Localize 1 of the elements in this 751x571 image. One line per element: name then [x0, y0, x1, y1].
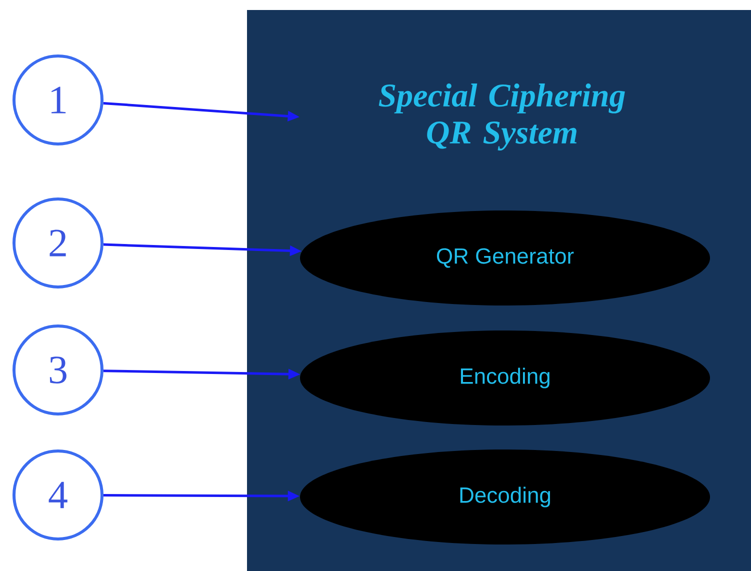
panel-title: Special Ciphering QR System [378, 84, 625, 150]
